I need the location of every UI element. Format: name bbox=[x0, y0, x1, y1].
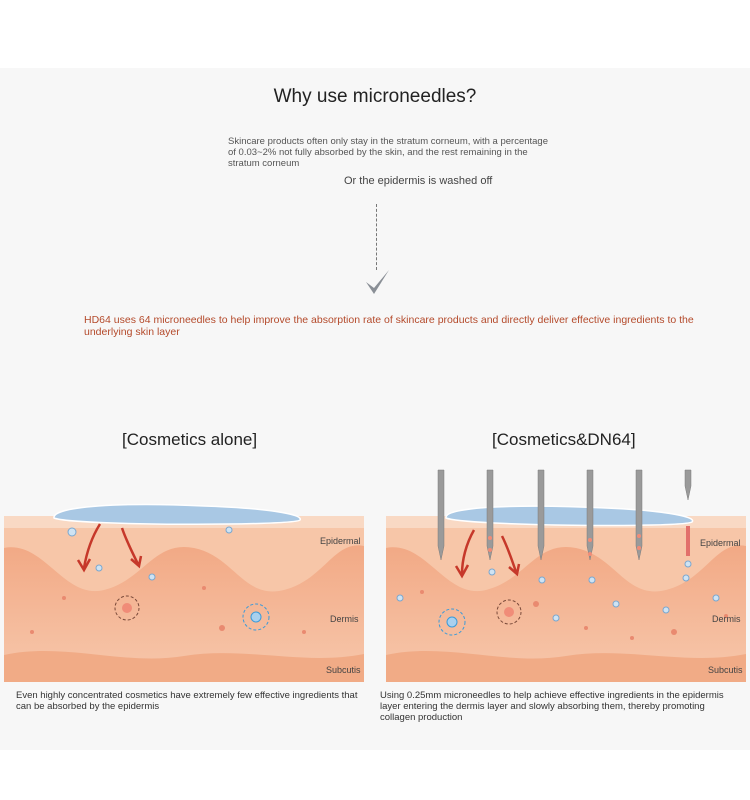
needle bbox=[635, 469, 643, 561]
cell-outline bbox=[114, 595, 140, 621]
dot bbox=[219, 625, 225, 631]
hd64-statement: HD64 uses 64 microneedles to help improv… bbox=[84, 314, 694, 338]
ingredient-dot bbox=[148, 573, 156, 581]
ingredient-dot bbox=[67, 527, 77, 537]
intro-text: Skincare products often only stay in the… bbox=[228, 136, 548, 169]
cosmetic-layer bbox=[53, 503, 301, 526]
needle bbox=[537, 469, 545, 561]
dot bbox=[202, 586, 206, 590]
needle bbox=[486, 469, 494, 561]
left-label-epidermal: Epidermal bbox=[320, 536, 361, 546]
subcutis-layer bbox=[386, 651, 746, 682]
red-arrow bbox=[460, 529, 476, 575]
left-panel-title: [Cosmetics alone] bbox=[122, 430, 258, 449]
right-label-dermis: Dermis bbox=[712, 614, 741, 624]
needle bbox=[684, 469, 692, 501]
right-label-subcutis: Subcutis bbox=[708, 665, 743, 675]
ingredient-dot bbox=[225, 526, 233, 534]
cell-outline bbox=[242, 603, 270, 631]
right-label-epidermal: Epidermal bbox=[700, 538, 741, 548]
cell bbox=[504, 607, 514, 617]
needle bbox=[586, 469, 594, 561]
red-arrow bbox=[82, 523, 102, 569]
subcutis-layer bbox=[4, 651, 364, 682]
right-skin-diagram bbox=[386, 469, 746, 682]
dot bbox=[62, 596, 66, 600]
dashed-connector bbox=[376, 204, 377, 270]
needle bbox=[437, 469, 445, 561]
right-caption: Using 0.25mm microneedles to help achiev… bbox=[380, 690, 724, 723]
red-arrow-head bbox=[508, 563, 521, 577]
cell bbox=[250, 611, 262, 623]
dot bbox=[30, 630, 34, 634]
left-skin-diagram bbox=[4, 503, 364, 682]
cell-outline bbox=[438, 608, 466, 636]
left-label-subcutis: Subcutis bbox=[326, 665, 361, 675]
red-arrow-head bbox=[130, 555, 143, 569]
left-caption: Even highly concentrated cosmetics have … bbox=[16, 690, 358, 712]
red-arrow bbox=[120, 527, 140, 565]
check-icon bbox=[366, 270, 389, 294]
dermis-layer bbox=[386, 545, 746, 660]
dermis-dots bbox=[420, 590, 728, 640]
red-arrow-head bbox=[454, 564, 470, 579]
ingredient-dots bbox=[396, 560, 720, 622]
red-arrow-head bbox=[76, 558, 92, 573]
cell-outline bbox=[496, 599, 522, 625]
intro-extra-text: Or the epidermis is washed off bbox=[344, 175, 493, 187]
page-title: Why use microneedles? bbox=[273, 86, 477, 107]
cell bbox=[446, 616, 458, 628]
red-arrow bbox=[500, 535, 518, 573]
cosmetic-layer bbox=[445, 505, 694, 527]
microneedles bbox=[437, 469, 692, 561]
right-panel-title: [Cosmetics&DN64] bbox=[492, 430, 636, 449]
dermis-layer bbox=[4, 545, 364, 660]
channel-dots bbox=[488, 526, 690, 556]
ingredient-dot bbox=[95, 564, 103, 572]
cell bbox=[122, 603, 132, 613]
left-label-dermis: Dermis bbox=[330, 614, 359, 624]
dot bbox=[302, 630, 306, 634]
